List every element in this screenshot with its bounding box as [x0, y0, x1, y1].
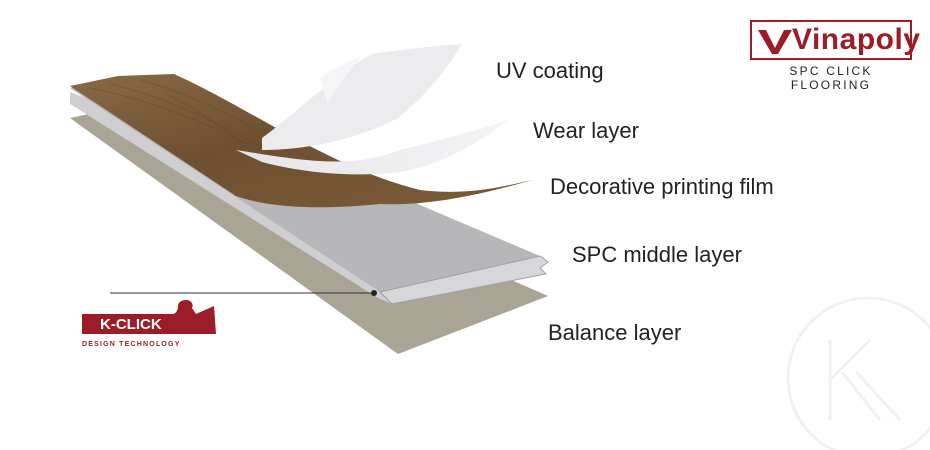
- k-click-tagline: DESIGN TECHNOLOGY: [82, 341, 181, 348]
- k-click-badge-shape: [82, 300, 216, 334]
- label-decorative-printing-film: Decorative printing film: [550, 174, 774, 199]
- k-click-pointer-dot: [371, 290, 377, 296]
- decorative-film-shape: [70, 74, 532, 208]
- uv-coating-film: [262, 44, 462, 150]
- k-click-badge: K-CLICK DESIGN TECHNOLOGY: [82, 306, 222, 352]
- brand-tagline: SPC CLICK FLOORING: [789, 64, 873, 92]
- brand-v-icon: [758, 30, 792, 54]
- label-wear-layer: Wear layer: [533, 118, 639, 143]
- label-uv-coating: UV coating: [496, 58, 604, 83]
- watermark-logo: [786, 296, 930, 450]
- label-spc-middle-layer: SPC middle layer: [572, 242, 742, 267]
- uv-coating-film-fold: [320, 58, 360, 104]
- spc-click-edge: [379, 255, 549, 305]
- brand-name: Vinapoly: [792, 23, 921, 56]
- wear-layer-film: [236, 120, 508, 175]
- brand-logo: Vinapoly SPC CLICK FLOORING: [750, 20, 920, 92]
- k-click-name: K-CLICK: [100, 316, 162, 333]
- label-balance-layer: Balance layer: [548, 320, 682, 345]
- brand-logo-frame: Vinapoly: [750, 20, 920, 60]
